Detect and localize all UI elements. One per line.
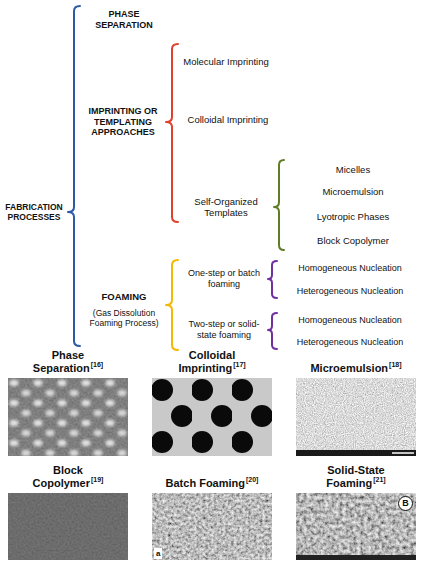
template-label: Lyotropic Phases: [288, 211, 418, 222]
image-panel: Batch Foaming[20]: [152, 477, 272, 560]
reference-number: [17]: [233, 361, 245, 368]
image-panel: Solid-State Foaming[21]: [296, 464, 416, 560]
purple-brace: [268, 313, 277, 349]
reference-number: [16]: [91, 361, 103, 368]
branch-label: FOAMING: [84, 291, 164, 302]
image-panel: Block Copolymer[19]: [8, 464, 128, 560]
branch-label: PHASE SEPARATION: [84, 9, 164, 31]
panel-title-text: Batch Foaming: [166, 477, 245, 489]
panel-title-text: Block Copolymer: [33, 464, 90, 489]
panel-title: Colloidal Imprinting[17]: [170, 349, 254, 375]
panel-title-text: Phase Separation: [33, 349, 90, 374]
microemulsion-micrograph: [296, 378, 416, 456]
image-panel: Microemulsion[18]: [296, 362, 416, 456]
panel-letter: a: [154, 548, 162, 559]
info-bar: [296, 450, 416, 456]
micrograph-noise: [8, 378, 128, 456]
branch-label: IMPRINTING OR TEMPLATING APPROACHES: [82, 106, 164, 138]
nucleation-label: Homogeneous Nucleation: [280, 263, 420, 274]
colloidal-imprinting-micrograph: [152, 378, 272, 456]
blue-brace: [68, 6, 80, 346]
nucleation-label: Heterogeneous Nucleation: [280, 286, 420, 297]
nucleation-label: Heterogeneous Nucleation: [280, 337, 420, 348]
template-label: Microemulsion: [288, 186, 418, 197]
template-label: Micelles: [288, 164, 418, 175]
reference-number: [20]: [246, 476, 258, 483]
micrograph-texture: [296, 493, 416, 560]
purple-brace: [268, 261, 277, 298]
panel-letter: B: [398, 496, 413, 511]
micrograph-texture: [152, 493, 272, 560]
yellow-brace: [166, 260, 178, 350]
method-label: Two-step or solid-state foaming: [180, 319, 268, 341]
scale-bar: [392, 452, 414, 454]
reference-number: [19]: [91, 476, 103, 483]
panel-title: Block Copolymer[19]: [26, 464, 110, 490]
nucleation-label: Homogeneous Nucleation: [280, 315, 420, 326]
root-label: FABRICATION PROCESSES: [1, 202, 67, 222]
panel-title-text: Microemulsion: [310, 362, 388, 374]
image-panel: Colloidal Imprinting[17]: [152, 349, 272, 456]
micrograph-texture: [296, 378, 416, 456]
solid-state-foaming-micrograph: [296, 493, 416, 560]
micrograph-ground: [8, 493, 128, 560]
reference-number: [18]: [389, 361, 401, 368]
panel-title: Batch Foaming[20]: [152, 477, 272, 490]
method-label: Colloidal Imprinting: [180, 114, 276, 125]
method-label: Self-Organized Templates: [182, 196, 270, 219]
panel-title: Solid-State Foaming[21]: [308, 464, 404, 490]
method-label: One-step or batch foaming: [182, 268, 266, 290]
reference-number: [21]: [373, 476, 385, 483]
phase-separation-micrograph: [8, 378, 128, 456]
micrograph-ground: [8, 378, 128, 456]
branch-note: (Gas Dissolution Foaming Process): [82, 308, 166, 328]
panel-title-text: Colloidal Imprinting: [178, 349, 235, 374]
domain-pattern: [8, 378, 128, 456]
micrograph-noise: [8, 493, 128, 560]
method-label: Molecular Imprinting: [182, 56, 270, 67]
batch-foaming-micrograph: [152, 493, 272, 560]
panel-title: Phase Separation[16]: [26, 349, 110, 375]
green-brace: [274, 160, 284, 250]
template-label: Block Copolymer: [288, 235, 418, 246]
pore-array: [152, 378, 272, 456]
info-bar: [296, 555, 416, 560]
block-copolymer-micrograph: [8, 493, 128, 560]
micrograph-ground: [152, 378, 272, 456]
red-brace: [166, 44, 178, 222]
panel-title: Microemulsion[18]: [296, 362, 416, 375]
image-panel: Phase Separation[16]: [8, 349, 128, 456]
